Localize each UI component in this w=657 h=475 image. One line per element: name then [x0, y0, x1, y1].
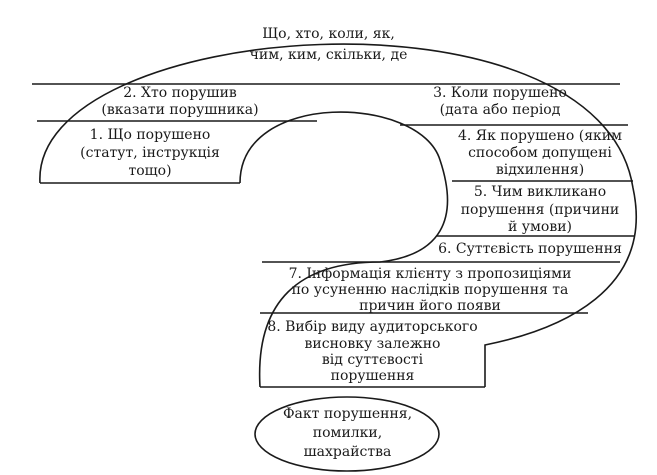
- section-6-title: 6. Суттєвість порушення: [438, 241, 622, 257]
- section-3-title: 3. Коли порушено: [433, 85, 567, 101]
- section-8-title: 8. Вибір виду аудиторського: [267, 319, 478, 335]
- base-line-3: шахрайства: [303, 444, 392, 460]
- section-1-detail-2: тощо): [128, 163, 172, 179]
- section-7-title: 7. Інформація клієнту з пропозиціями: [288, 266, 572, 282]
- section-2-title: 2. Хто порушив: [123, 85, 237, 101]
- section-5-detail: порушення (причини: [460, 202, 620, 218]
- section-5-detail-2: й умови): [507, 219, 572, 235]
- section-4-detail-2: відхилення): [495, 162, 585, 178]
- section-8-detail: висновку залежно: [304, 336, 441, 352]
- section-5-title: 5. Чим викликано: [473, 184, 607, 200]
- section-7-detail-2: причин його появи: [359, 298, 501, 314]
- section-1-title: 1. Що порушено: [89, 127, 211, 143]
- header-line-1: Що, хто, коли, як,: [262, 26, 395, 42]
- header-line-2: чим, ким, скільки, де: [249, 47, 408, 63]
- section-3-detail: (дата або період: [439, 102, 561, 118]
- base-ellipse: [254, 396, 440, 472]
- section-1-detail: (статут, інструкція: [80, 145, 220, 161]
- section-8-detail-2: від суттєвості: [321, 352, 424, 368]
- section-7-detail: по усуненню наслідків порушення та: [291, 282, 569, 298]
- section-4-detail: способом допущені: [468, 145, 612, 161]
- inner-hook-outline: [239, 111, 449, 388]
- base-line-1: Факт порушення,: [282, 406, 413, 422]
- base-line-2: помилки,: [312, 425, 383, 441]
- section-4-title: 4. Як порушено (яким: [457, 128, 623, 144]
- section-2-detail: (вказати порушника): [101, 102, 259, 118]
- section-8-detail-3: порушення: [330, 368, 415, 384]
